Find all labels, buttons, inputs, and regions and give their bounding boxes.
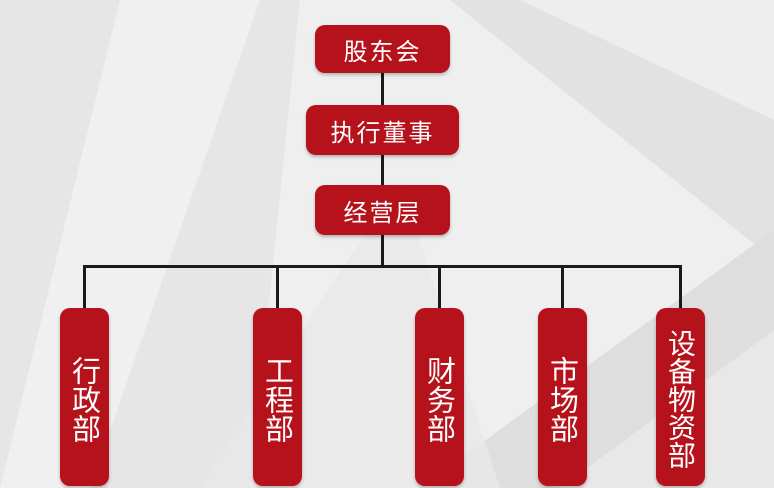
- node-dept-finance-label: 财务部: [422, 355, 457, 443]
- connector-horizontal-bus: [83, 265, 682, 268]
- node-dept-engineering: 工程部: [253, 308, 302, 486]
- node-management-label: 经营层: [343, 198, 422, 227]
- connector-drop-dept5: [679, 265, 682, 311]
- node-dept-marketing-label: 市场部: [545, 355, 580, 443]
- connector-drop-dept3: [438, 265, 441, 311]
- node-dept-engineering-label: 工程部: [260, 355, 295, 443]
- node-dept-finance: 财务部: [415, 308, 464, 486]
- node-management: 经营层: [315, 185, 450, 235]
- node-executive-director: 执行董事: [306, 105, 459, 155]
- node-shareholders-meeting: 股东会: [315, 25, 450, 73]
- connector-drop-dept2: [276, 265, 279, 311]
- connector-level2-level3: [381, 152, 384, 187]
- node-dept-equipment-materials: 设备物资部: [656, 308, 705, 486]
- node-shareholders-meeting-label: 股东会: [343, 37, 422, 66]
- node-dept-admin-label: 行政部: [67, 355, 102, 443]
- node-dept-admin: 行政部: [60, 308, 109, 486]
- node-dept-marketing: 市场部: [538, 308, 587, 486]
- connector-level3-bus: [381, 232, 384, 268]
- connector-drop-dept4: [561, 265, 564, 311]
- connector-drop-dept1: [83, 265, 86, 311]
- node-executive-director-label: 执行董事: [330, 118, 435, 147]
- connector-level1-level2: [381, 70, 384, 108]
- node-dept-equipment-materials-label: 设备物资部: [664, 329, 697, 469]
